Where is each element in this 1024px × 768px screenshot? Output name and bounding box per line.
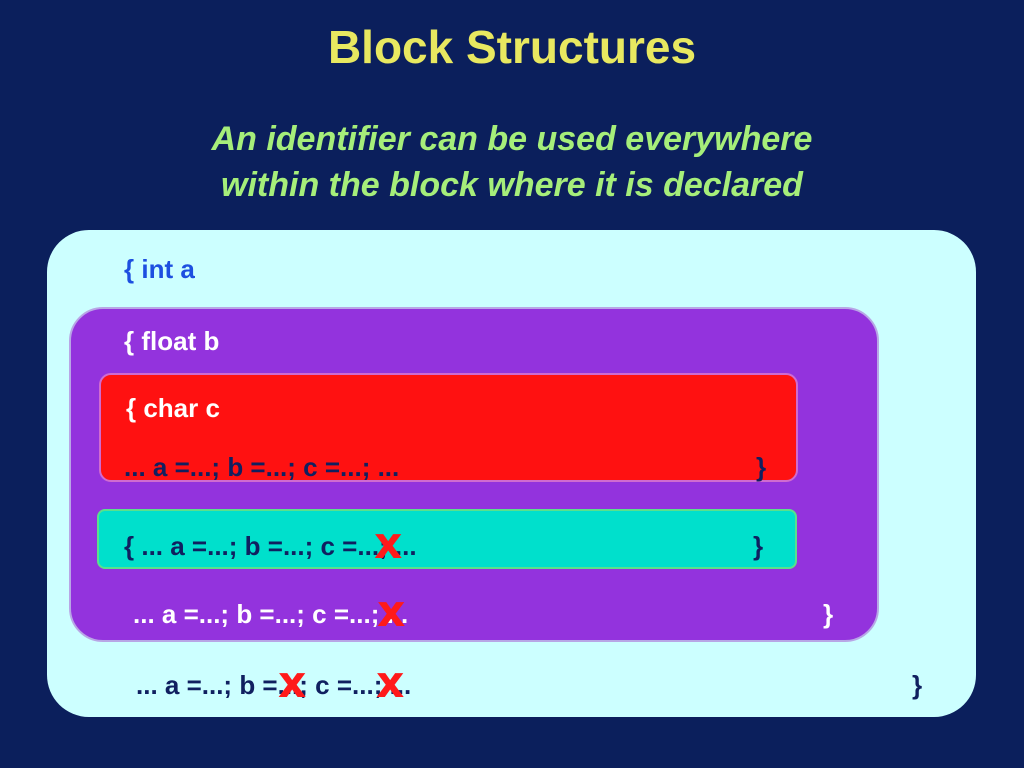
char-block-body: ... a =...; b =...; c =...; ... (124, 452, 400, 482)
subtitle-line-1: An identifier can be used everywhere (211, 120, 813, 158)
sibling-block-body: { ... a =...; b =...; c =...; ... (124, 531, 417, 561)
middle-block-body: ... a =...; b =...; c =...; ... (133, 599, 409, 629)
subtitle-line-2: within the block where it is declared (221, 166, 803, 204)
slide-title: Block Structures (327, 21, 697, 73)
char-block-close-brace: } (756, 452, 767, 482)
sibling-block-close-brace: } (753, 531, 764, 561)
sibling-block (97, 509, 797, 569)
cross-mark-icon: x (377, 586, 406, 637)
cross-mark-icon: x (278, 657, 307, 708)
middle-block-header: { float b (124, 326, 220, 356)
outer-block-body: ... a =...; b =...; c =...; ... (136, 670, 412, 700)
char-block (99, 373, 798, 482)
slide-subtitle: An identifier can be used everywhere wit… (0, 116, 1024, 208)
cross-mark-icon: x (374, 518, 403, 569)
middle-block-close-brace: } (823, 599, 834, 629)
char-block-header: { char c (126, 393, 220, 423)
outer-block-header: { int a (124, 254, 195, 284)
outer-block-close-brace: } (912, 670, 923, 700)
cross-mark-icon: x (376, 657, 405, 708)
